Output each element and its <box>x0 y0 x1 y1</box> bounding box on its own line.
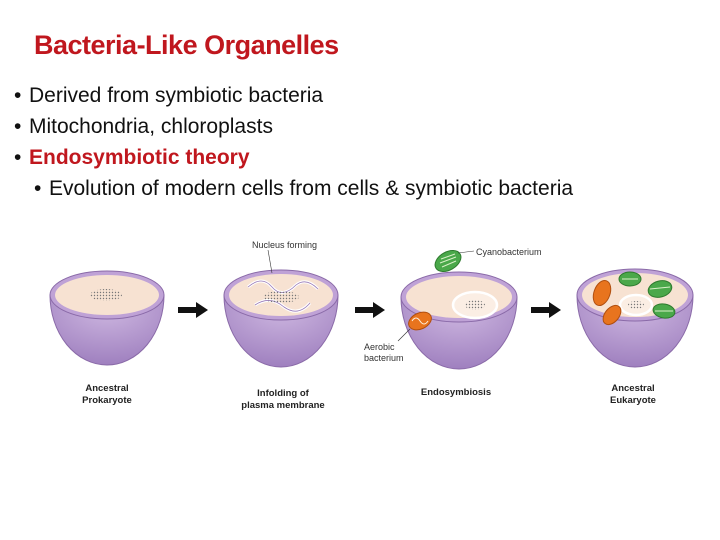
arrow-right-icon <box>531 302 561 318</box>
bullet-dot-icon: • <box>14 84 22 107</box>
stage-caption-line2: Eukaryote <box>610 395 656 406</box>
infolding-cell <box>223 249 339 368</box>
stage-caption-line1: Ancestral <box>85 383 128 394</box>
bullet-item: •Derived from symbiotic bacteria <box>14 80 573 111</box>
stage-caption-line1: Infolding of <box>257 388 310 399</box>
stage-caption-line1: Ancestral <box>611 383 654 394</box>
cyanobacterium <box>434 250 475 272</box>
bullet-dot-icon: • <box>14 115 22 138</box>
bullet-list: •Derived from symbiotic bacteria •Mitoch… <box>14 80 573 204</box>
bullet-item: •Mitochondria, chloroplasts <box>14 111 573 142</box>
aerobic-bacterium-callout: Aerobic <box>364 342 395 352</box>
arrow-right-icon <box>178 302 208 318</box>
bullet-dot-icon: • <box>34 177 42 200</box>
dna-region <box>90 289 122 301</box>
sub-bullet-item: •Evolution of modern cells from cells & … <box>14 173 573 204</box>
slide-title: Bacteria-Like Organelles <box>34 30 339 60</box>
aerobic-bacterium-callout: bacterium <box>364 353 404 363</box>
endosymbiosis-diagram: Nucleus forming Cyanobacterium Aerobic b… <box>49 240 694 411</box>
stage-caption-line2: plasma membrane <box>241 400 324 411</box>
nucleus-forming-callout: Nucleus forming <box>252 240 317 250</box>
ancestral-prokaryote-cell <box>49 270 165 366</box>
stage-caption-line2: Prokaryote <box>82 395 132 406</box>
dna-region <box>263 291 299 303</box>
bullet-dot-icon: • <box>14 146 22 169</box>
arrow-right-icon <box>355 302 385 318</box>
stage-caption-line1: Endosymbiosis <box>421 387 491 398</box>
chloroplast <box>647 280 673 298</box>
mitochondrion <box>592 279 612 307</box>
ancestral-eukaryote-cell <box>576 268 694 368</box>
cyanobacterium-callout: Cyanobacterium <box>476 247 542 257</box>
bullet-item-highlighted: •Endosymbiotic theory <box>14 142 573 173</box>
endosymbiosis-cell <box>400 271 518 370</box>
mitochondrion <box>602 304 622 326</box>
